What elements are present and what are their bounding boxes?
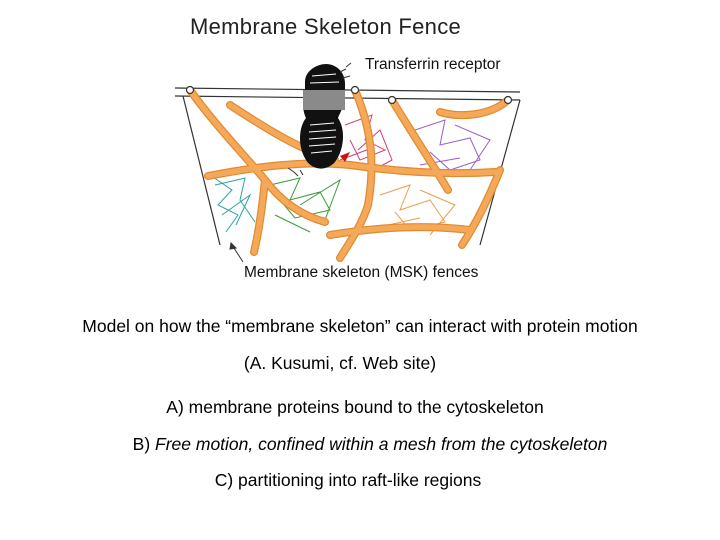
receptor-label: Transferrin receptor	[365, 56, 501, 73]
mesh-purple	[414, 119, 491, 171]
item-b-prefix: B)	[132, 434, 156, 454]
caption-line-1: Model on how the “membrane skeleton” can…	[82, 316, 638, 336]
item-a: A) membrane proteins bound to the cytosk…	[166, 397, 544, 417]
item-c: C) partitioning into raft-like regions	[214, 470, 482, 490]
fence-label-pointer	[229, 241, 244, 263]
item-b-text: Free motion, confined within a mesh from…	[155, 434, 608, 454]
motion-arrow	[340, 152, 350, 162]
mesh-green	[269, 177, 341, 233]
item-b: B) Free motion, confined within a mesh f…	[10, 434, 720, 455]
transferrin-receptor	[287, 62, 352, 177]
membrane-skeleton-diagram	[174, 62, 521, 263]
caption-line-2: (A. Kusumi, cf. Web site)	[243, 353, 437, 373]
msk-fences	[186, 86, 512, 262]
diagram-title: Membrane Skeleton Fence	[190, 14, 462, 39]
mesh-teal	[209, 174, 256, 233]
fences-label: Membrane skeleton (MSK) fences	[244, 264, 479, 281]
anchor-pins	[185, 85, 513, 105]
